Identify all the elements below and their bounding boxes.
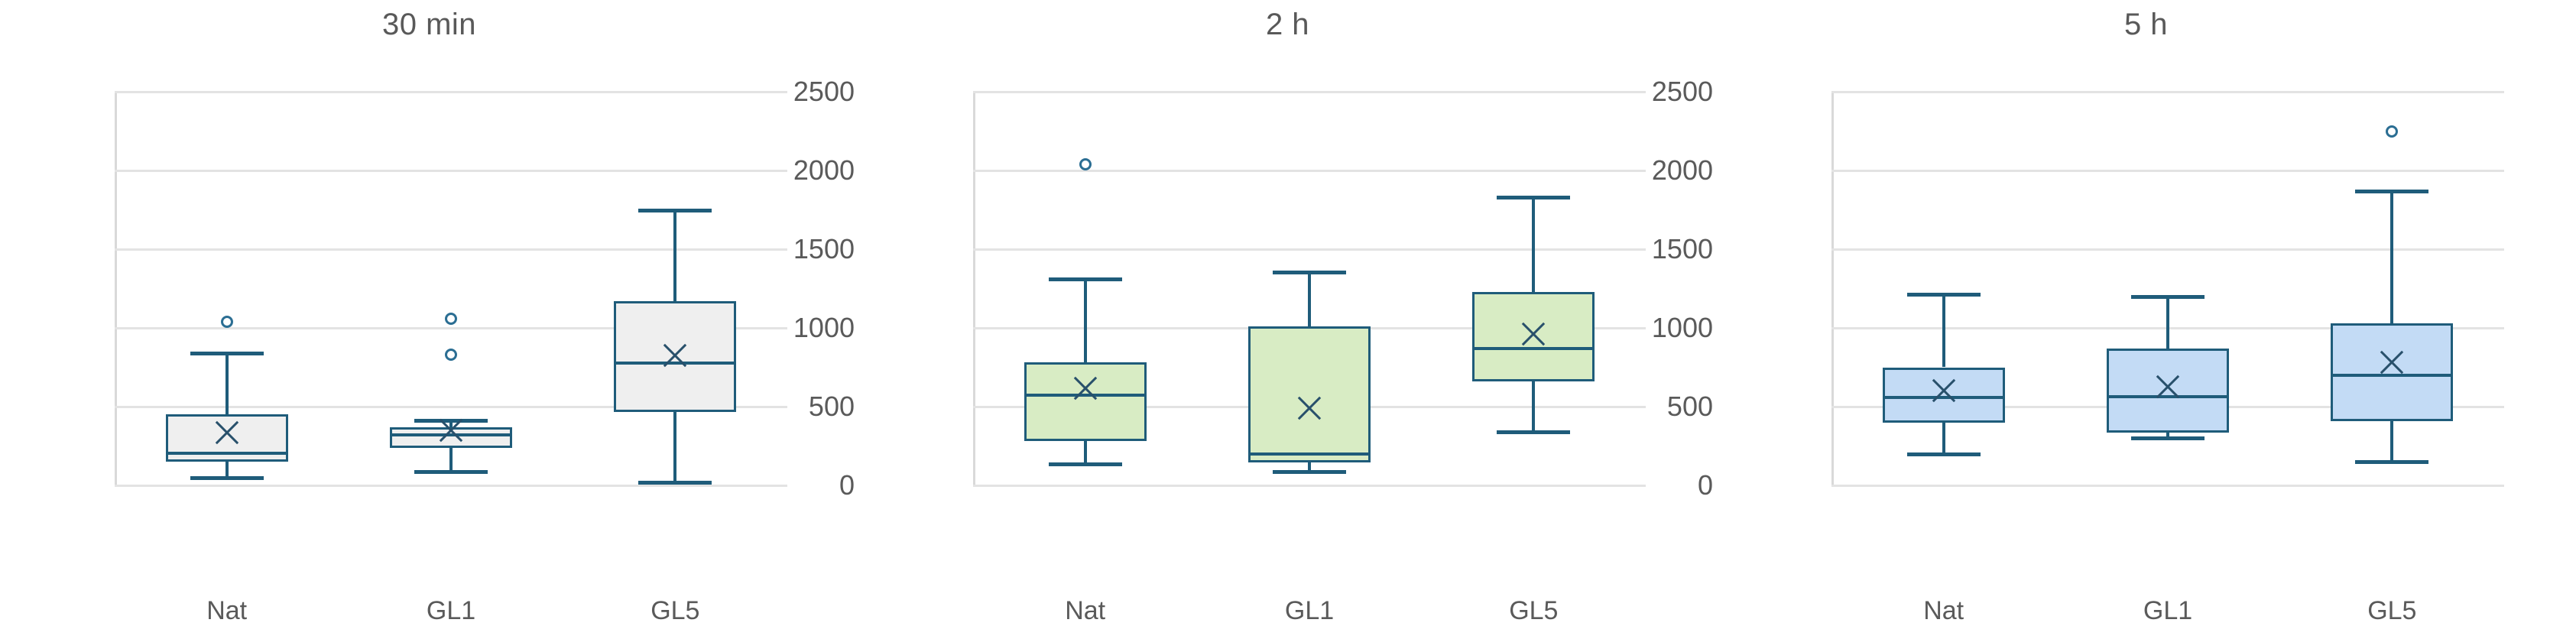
panel-title: 30 min — [381, 8, 477, 41]
upper-whisker-cap — [1497, 196, 1571, 200]
boxplot-nat — [973, 92, 1646, 485]
y-axis-tick-label: 2500 — [1651, 76, 1713, 107]
boxplot-gl1 — [1831, 92, 2504, 485]
y-axis-tick-label: 2000 — [793, 154, 855, 186]
upper-whisker-cap — [2131, 294, 2205, 299]
gridline — [973, 248, 1646, 251]
lower-whisker — [225, 462, 229, 478]
lower-whisker-cap — [638, 480, 712, 485]
axis-frame — [115, 92, 787, 485]
lower-whisker-cap — [1273, 470, 1346, 475]
median-line — [1248, 452, 1371, 456]
gridline — [115, 248, 787, 251]
y-axis-tick-label: 500 — [808, 391, 855, 422]
boxplot-gl5 — [973, 92, 1646, 485]
axis-frame — [973, 92, 1646, 485]
y-axis-tick-label: 0 — [839, 469, 855, 501]
lower-whisker-cap — [2131, 436, 2205, 441]
y-axis-tick-label: 500 — [1666, 391, 1713, 422]
panel-title: 5 h — [2123, 8, 2169, 41]
outlier-point — [445, 312, 457, 325]
lower-whisker-cap — [414, 470, 488, 475]
upper-whisker-cap — [638, 208, 712, 212]
upper-whisker — [1942, 294, 1945, 368]
boxplot-nat — [1831, 92, 2504, 485]
gridline — [115, 484, 787, 487]
gridline — [115, 169, 787, 172]
boxplot-gl5 — [115, 92, 787, 485]
gridline — [973, 169, 1646, 172]
y-axis-tick-label: 1500 — [1651, 233, 1713, 264]
y-axis-tick-label: 1000 — [793, 312, 855, 343]
y-axis-tick-label: 2000 — [1651, 154, 1713, 186]
boxplot-figure: 30 min25002000150010005000NatGL1GL52 h25… — [0, 0, 2576, 601]
y-axis-tick-label: 1000 — [1651, 312, 1713, 343]
gridline — [115, 405, 787, 408]
mean-marker-x — [660, 340, 690, 371]
gridline — [1831, 169, 2504, 172]
upper-whisker-cap — [1906, 292, 1981, 297]
upper-whisker — [225, 352, 229, 415]
upper-whisker — [2166, 296, 2169, 349]
gridline — [115, 326, 787, 329]
upper-whisker — [2390, 190, 2394, 323]
lower-whisker — [1942, 422, 1945, 454]
lower-whisker — [673, 412, 677, 482]
upper-whisker-cap — [1048, 277, 1122, 282]
boxplot-nat — [115, 92, 787, 485]
gridline — [115, 90, 787, 93]
panel-title: 2 h — [1265, 8, 1310, 41]
lower-whisker-cap — [190, 475, 264, 480]
gridline — [973, 484, 1646, 487]
upper-whisker — [1308, 271, 1311, 326]
boxplot-gl1 — [973, 92, 1646, 485]
lower-whisker — [449, 447, 453, 472]
upper-whisker — [1532, 197, 1536, 292]
outlier-point — [2386, 125, 2399, 138]
gridline — [1831, 248, 2504, 251]
lower-whisker-cap — [1048, 462, 1122, 467]
median-line — [165, 451, 288, 455]
lower-whisker — [2390, 420, 2394, 462]
lower-whisker-cap — [1497, 430, 1571, 434]
mean-marker-x — [1518, 319, 1549, 349]
outlier-point — [445, 349, 457, 362]
outlier-point — [220, 315, 233, 328]
upper-whisker-cap — [1273, 270, 1346, 274]
upper-whisker-cap — [190, 351, 264, 355]
y-axis-tick-label: 1500 — [793, 233, 855, 264]
lower-whisker — [1083, 441, 1087, 465]
lower-whisker — [1308, 462, 1311, 472]
upper-whisker-cap — [2355, 189, 2429, 193]
upper-whisker — [1083, 279, 1087, 363]
gridline — [1831, 90, 2504, 93]
lower-whisker-cap — [1906, 452, 1981, 456]
upper-whisker — [673, 209, 677, 301]
outlier-point — [1079, 157, 1092, 170]
y-axis-tick-label: 0 — [1697, 469, 1713, 501]
gridline — [1831, 484, 2504, 487]
boxplot-gl5 — [1831, 92, 2504, 485]
lower-whisker — [2166, 432, 2169, 439]
lower-whisker-cap — [2355, 460, 2429, 465]
mean-marker-x — [2376, 347, 2407, 378]
gridline — [973, 90, 1646, 93]
axis-frame — [1831, 92, 2504, 485]
lower-whisker — [1532, 381, 1536, 432]
boxplot-gl1 — [115, 92, 787, 485]
y-axis-tick-label: 2500 — [793, 76, 855, 107]
